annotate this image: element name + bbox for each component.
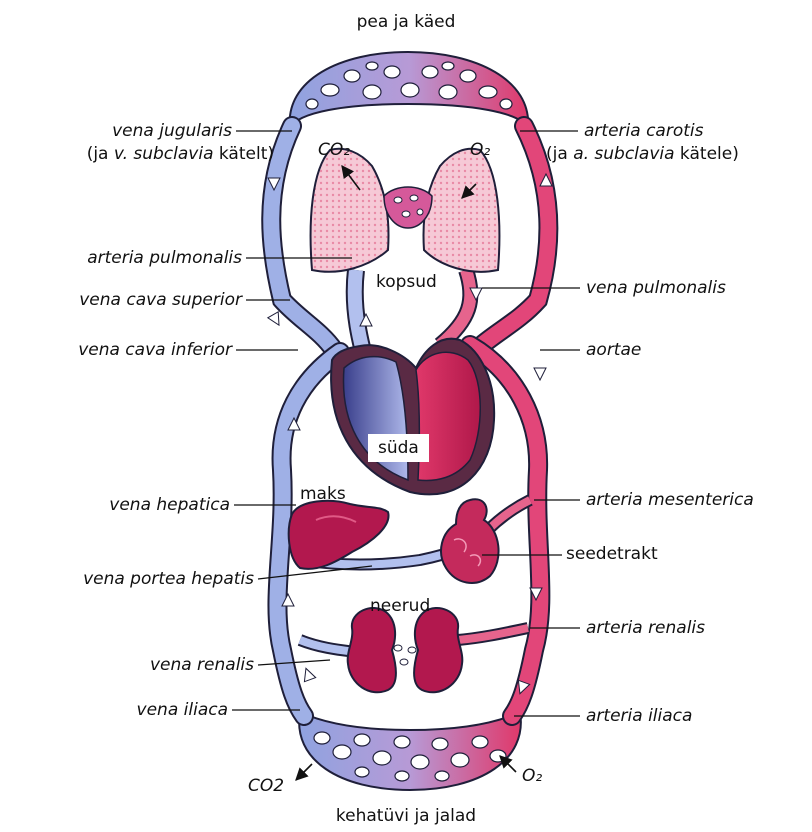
label-arteria-renalis: arteria renalis	[586, 618, 705, 638]
organ-label-kidneys: neerud	[370, 596, 430, 616]
capillary-bed-bottom	[299, 712, 521, 790]
label-vena-renalis: vena renalis	[40, 655, 254, 675]
gas-label-o2-lungs: O₂	[470, 140, 490, 160]
label-aortae: aortae	[586, 340, 641, 360]
lungs	[311, 149, 500, 272]
organ-label-lungs: kopsud	[370, 270, 443, 294]
label-arteria-subclavia-note: (ja a. subclavia kätele)	[546, 144, 739, 164]
label-vena-portea-hepatis: vena portea hepatis	[4, 569, 254, 589]
label-part: (ja	[546, 144, 573, 164]
capillary-bed-top	[290, 52, 529, 128]
label-vena-cava-superior: vena cava superior	[10, 290, 242, 310]
organ-label-liver: maks	[300, 484, 346, 504]
region-label-head-arms: pea ja käed	[336, 12, 476, 32]
region-label-trunk-legs: kehatüvi ja jalad	[316, 806, 496, 826]
label-part-italic: a. subclavia	[573, 144, 674, 164]
organ-label-gut: seedetrakt	[566, 544, 658, 564]
label-vena-cava-inferior: vena cava inferior	[10, 340, 232, 360]
gut	[441, 499, 499, 583]
label-part-italic: v. subclavia	[114, 144, 214, 164]
label-arteria-pulmonalis: arteria pulmonalis	[20, 248, 242, 268]
label-arteria-iliaca: arteria iliaca	[586, 706, 692, 726]
label-vena-subclavia-note: (ja v. subclavia kätelt)	[10, 144, 274, 164]
heart	[331, 339, 494, 495]
label-part: (ja	[87, 144, 114, 164]
organ-label-heart: süda	[368, 434, 429, 462]
label-part: kätelt)	[213, 144, 274, 164]
label-vena-pulmonalis: vena pulmonalis	[586, 278, 726, 298]
label-part: kätele)	[675, 144, 739, 164]
label-vena-iliaca: vena iliaca	[40, 700, 228, 720]
gas-label-o2-bottom: O₂	[522, 766, 542, 786]
gas-label-co2-bottom: CO2	[248, 776, 284, 796]
gas-label-co2-lungs: CO₂	[318, 140, 350, 160]
kidneys	[348, 608, 463, 692]
label-vena-hepatica: vena hepatica	[40, 495, 230, 515]
label-arteria-mesenterica: arteria mesenterica	[586, 490, 754, 510]
label-vena-jugularis: vena jugularis	[40, 121, 232, 141]
label-arteria-carotis: arteria carotis	[584, 121, 703, 141]
